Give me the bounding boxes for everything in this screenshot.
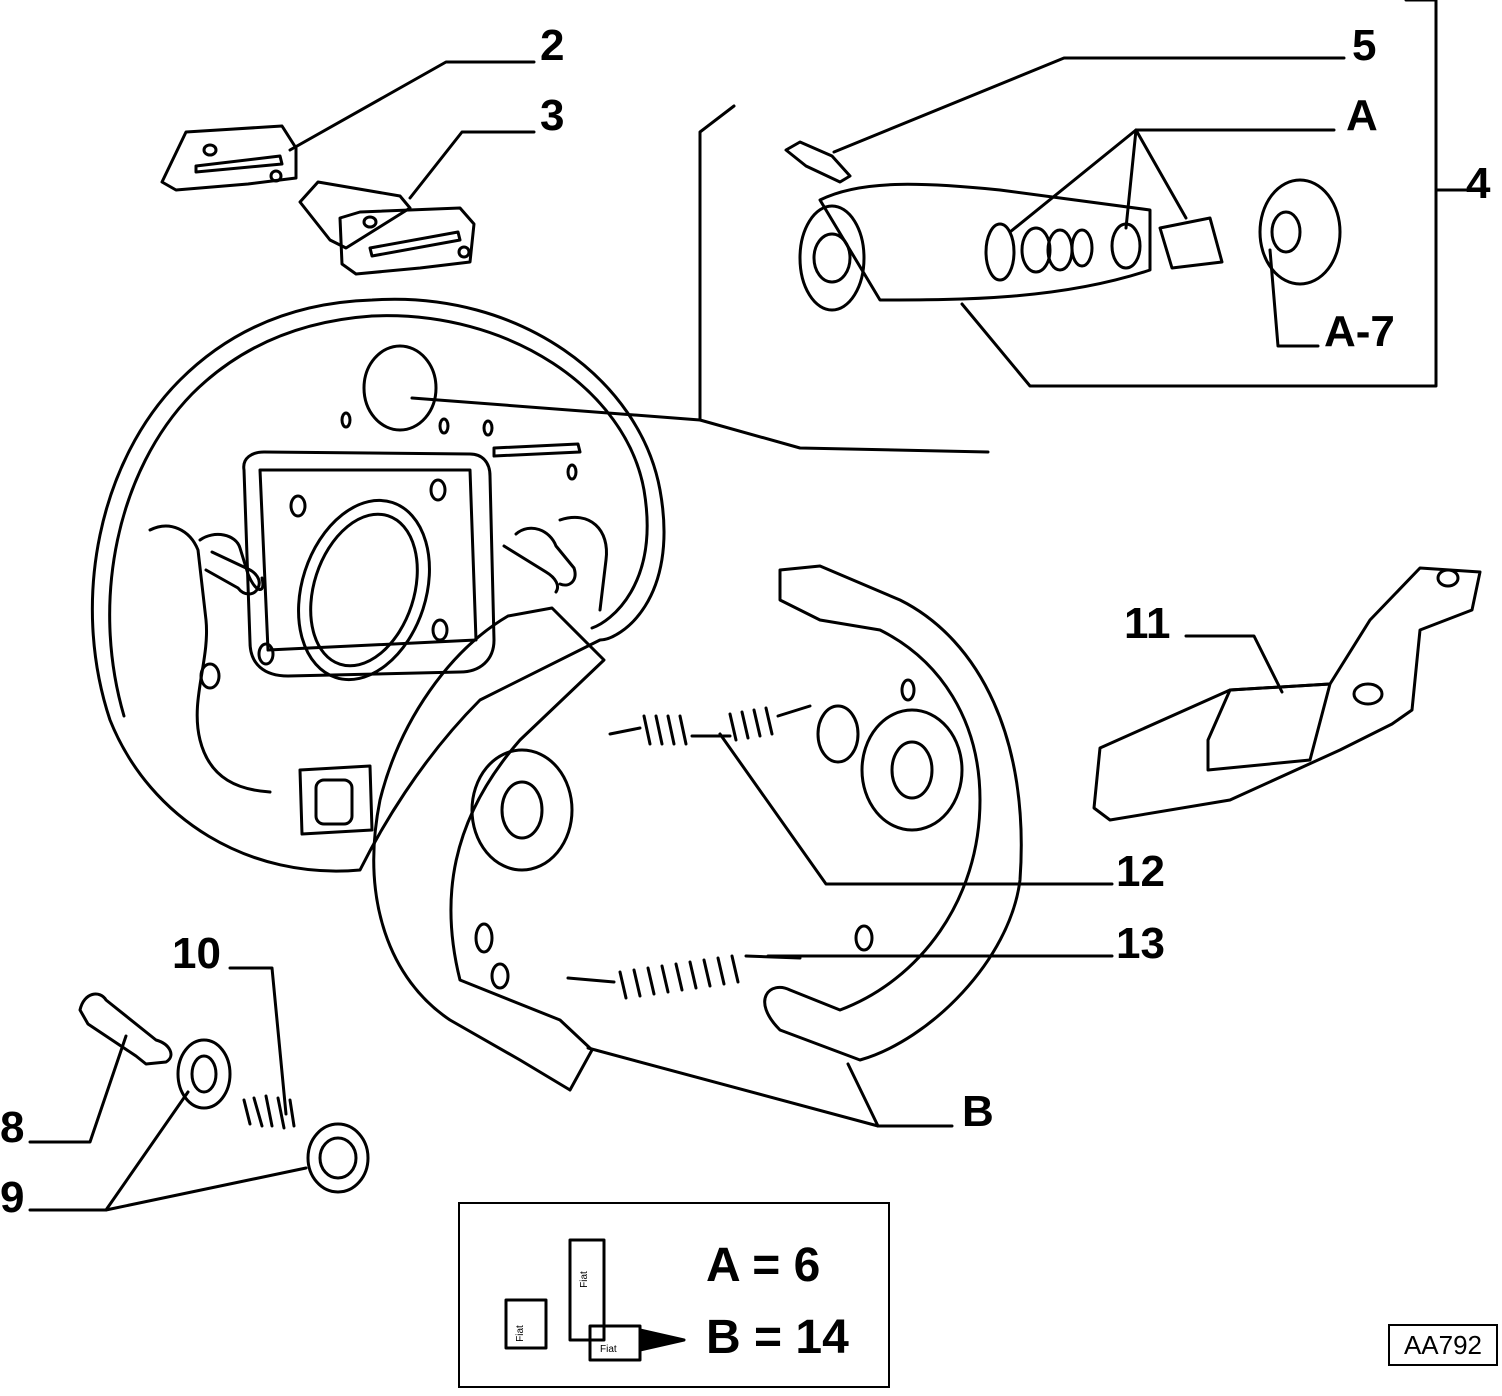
legend-line-b: B = 14 [706,1311,849,1364]
label-3: 3 [540,91,565,140]
label-a: A [1346,91,1378,140]
spring-12 [608,704,812,746]
wheel-cylinder-assembly [784,140,1342,312]
label-8: 8 [0,1103,25,1152]
label-10: 10 [172,929,221,978]
spring-13 [566,954,802,1000]
brake-shoe-right [763,564,1023,1062]
brake-shoe-left [372,606,606,1092]
part-3-plate [298,180,476,276]
leader-lines [28,0,1474,1212]
backing-plate [90,297,666,873]
label-11: 11 [1124,599,1171,648]
label-5: 5 [1352,21,1377,70]
label-b: B [962,1087,994,1136]
kit-label-box-right: Fiat [600,1344,617,1355]
label-2: 2 [540,21,565,70]
label-4: 4 [1466,159,1491,208]
parts-8-9-10 [78,992,370,1194]
label-9: 9 [0,1173,25,1222]
label-13: 13 [1116,919,1165,968]
label-12: 12 [1116,847,1165,896]
part-11-lever [1092,566,1482,822]
legend-box: A = 6 B = 14 Fiat Fiat Fiat [458,1202,890,1388]
kit-label-tube: Fiat [578,1271,590,1288]
reference-code: AA792 [1388,1324,1498,1366]
part-2-plate [160,124,298,192]
label-a-7: A-7 [1324,307,1395,356]
legend-line-a: A = 6 [706,1239,821,1292]
kit-label-box-left: Fiat [514,1325,526,1342]
legend-kit-icon [504,1238,686,1362]
